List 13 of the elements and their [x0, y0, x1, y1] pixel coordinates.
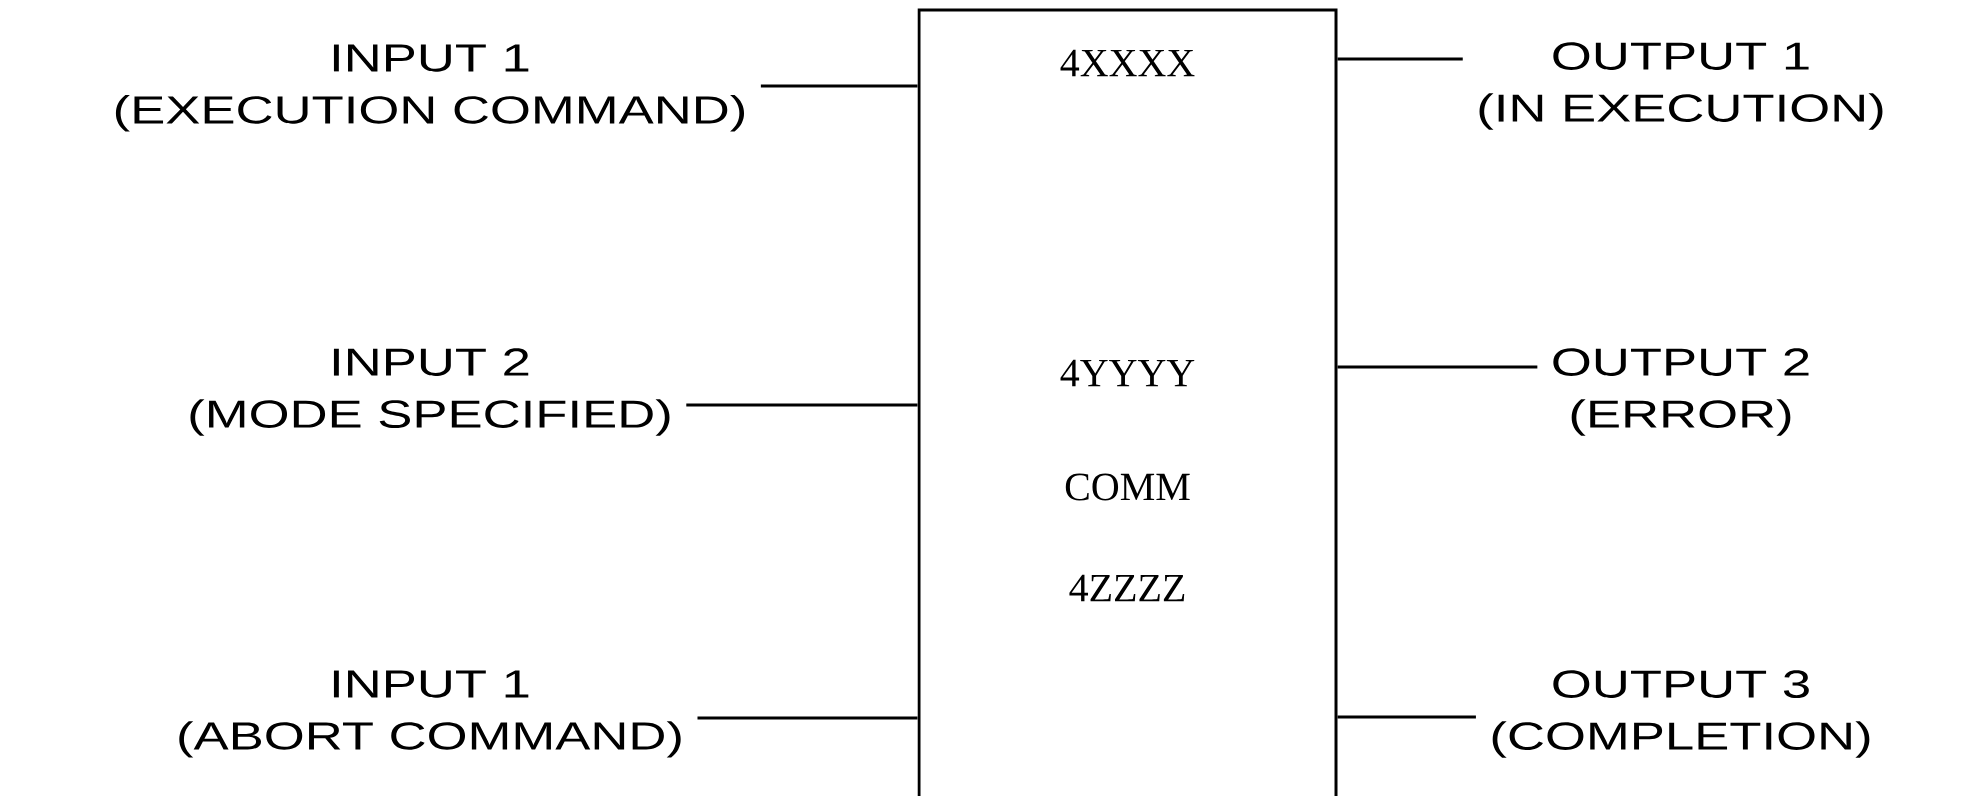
- block-box: 4XXXX 4YYYY COMM 4ZZZZ: [917, 8, 1338, 796]
- input-label: INPUT 1 (ABORT COMMAND): [179, 670, 681, 758]
- input-label: INPUT 2 (MODE SPECIFIED): [190, 348, 670, 436]
- connector-line: [686, 403, 918, 407]
- connector-line: [1337, 57, 1463, 61]
- connector-line: [697, 716, 918, 720]
- connector-line: [1337, 365, 1538, 369]
- input-label: INPUT 1 (EXECUTION COMMAND): [115, 44, 745, 132]
- output-label: OUTPUT 3 (COMPLETION): [1492, 670, 1870, 758]
- output-label: OUTPUT 2 (ERROR): [1553, 348, 1809, 436]
- output-label: OUTPUT 1 (IN EXECUTION): [1479, 42, 1883, 130]
- connector-line: [760, 84, 918, 88]
- connector-line: [1337, 715, 1476, 719]
